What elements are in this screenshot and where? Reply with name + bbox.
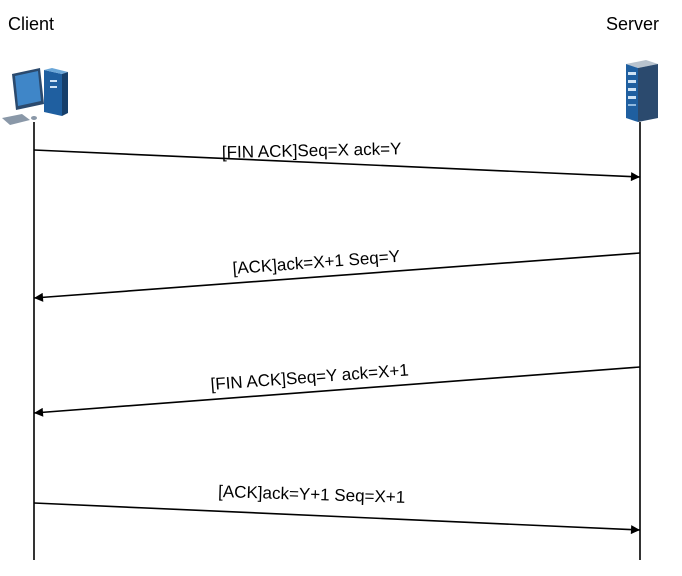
message-label-4: [ACK]ack=Y+1 Seq=X+1: [218, 482, 406, 507]
message-arrow-2: [33, 252, 641, 302]
message-arrow-1: [33, 149, 641, 182]
message-label-1: [FIN ACK]Seq=X ack=Y: [222, 139, 402, 162]
desktop-computer-icon: [2, 68, 68, 125]
message-arrow-3: [33, 366, 641, 417]
client-label: Client: [8, 14, 54, 34]
message-arrow-4: [33, 502, 641, 535]
tower-server-icon: [626, 60, 658, 122]
server-label: Server: [606, 14, 659, 34]
message-label-3: [FIN ACK]Seq=Y ack=X+1: [210, 360, 409, 393]
